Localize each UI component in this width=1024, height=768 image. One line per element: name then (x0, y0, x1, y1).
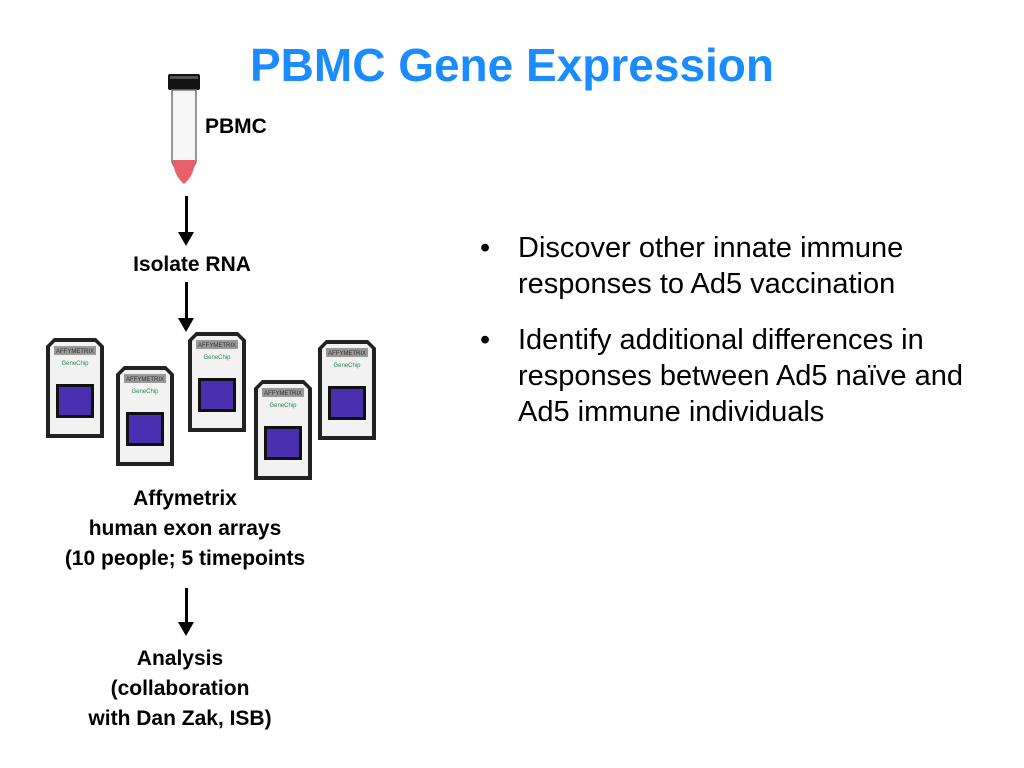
chip-product: GeneChip (203, 355, 231, 361)
bullet-text: Discover other innate immune responses t… (518, 232, 904, 300)
analysis-line-2: (collaboration (110, 677, 250, 700)
chip-brand: AFFYMETRIX (328, 351, 366, 357)
bullet-item: • Identify additional differences in resp… (480, 322, 980, 430)
bullet-item: • Discover other innate immune responses … (480, 230, 980, 302)
pbmc-label: PBMC (205, 115, 267, 138)
bullet-dot-icon: • (480, 324, 491, 356)
chip-product: GeneChip (333, 363, 361, 369)
chip-brand: AFFYMETRIX (198, 343, 236, 349)
genechip-icon: AFFYMETRIX GeneChip (116, 366, 174, 466)
analysis-line-3: with Dan Zak, ISB) (88, 707, 272, 730)
bullet-list: • Discover other innate immune responses … (480, 230, 980, 450)
analysis-line-1: Analysis (136, 647, 224, 670)
genechip-icon: AFFYMETRIX GeneChip (318, 340, 376, 440)
bullet-dot-icon: • (480, 232, 491, 264)
chip-product: GeneChip (269, 403, 297, 409)
test-tube-icon (168, 74, 200, 184)
genechip-icon: AFFYMETRIX GeneChip (254, 380, 312, 480)
arrays-line-2: human exon arrays (88, 517, 282, 540)
arrays-label: Affymetrix human exon arrays (10 people;… (20, 484, 350, 574)
analysis-label: Analysis (collaboration with Dan Zak, IS… (30, 644, 330, 734)
bullet-text: Identify additional differences in respo… (518, 324, 963, 428)
slide-title: PBMC Gene Expression (249, 39, 775, 91)
chip-brand: AFFYMETRIX (126, 377, 164, 383)
chip-brand: AFFYMETRIX (56, 349, 94, 355)
genechip-icon: AFFYMETRIX GeneChip (46, 338, 104, 438)
genechip-icon: AFFYMETRIX GeneChip (188, 332, 246, 432)
chip-product: GeneChip (131, 389, 159, 395)
arrays-line-3: (10 people; 5 timepoints (64, 547, 306, 570)
chip-brand: AFFYMETRIX (264, 391, 302, 397)
arrays-line-1: Affymetrix (133, 487, 237, 510)
chip-product: GeneChip (61, 361, 89, 367)
isolate-rna-label: Isolate RNA (133, 253, 251, 276)
